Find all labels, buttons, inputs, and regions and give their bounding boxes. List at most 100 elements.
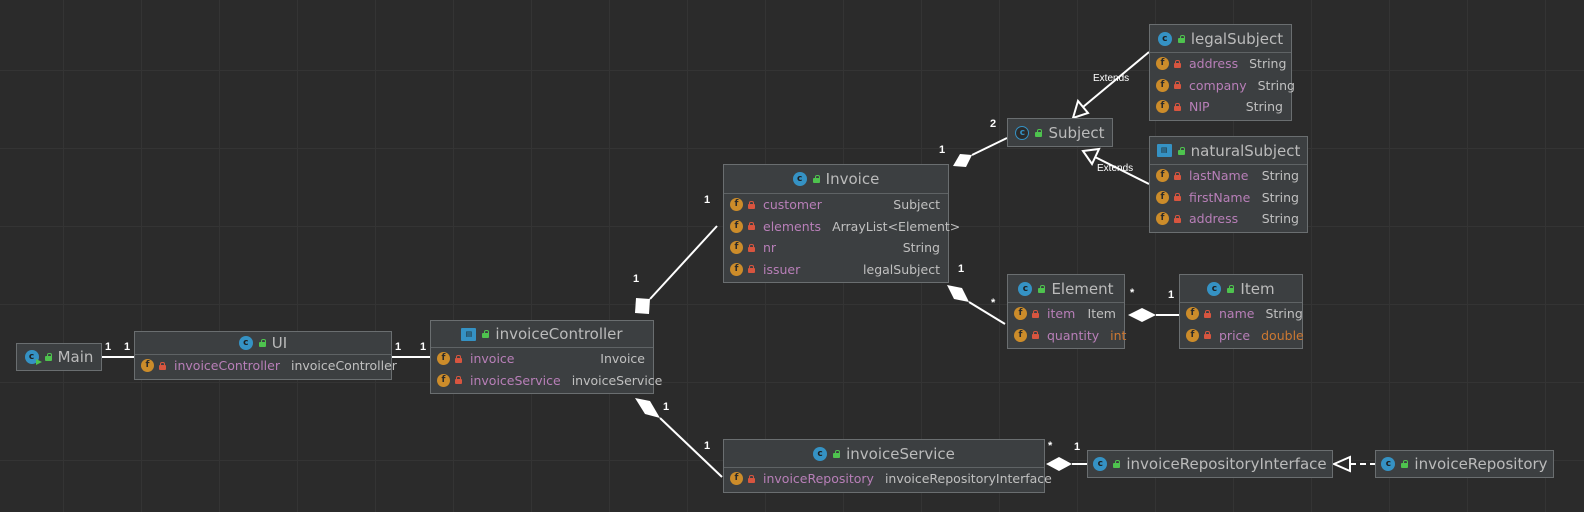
field-row[interactable]: f lastName String xyxy=(1150,165,1307,187)
field-name: item xyxy=(1047,306,1076,322)
class-header-invoicerepository: c invoiceRepository xyxy=(1376,451,1553,477)
field-name: price xyxy=(1219,327,1251,343)
field-name: firstName xyxy=(1189,189,1251,205)
field-row[interactable]: f company String xyxy=(1150,75,1295,97)
field-icon: f xyxy=(1156,212,1169,226)
class-node-invoice[interactable]: c Invoice f customer Subject f elements … xyxy=(723,164,960,283)
field-row[interactable]: f name String xyxy=(1180,303,1303,325)
generalization-arrow-naturalsubject xyxy=(1081,147,1101,167)
class-node-item[interactable]: c Item f name String f price double xyxy=(1179,274,1304,349)
field-name: elements xyxy=(763,218,822,234)
field-row[interactable]: f issuer legalSubject xyxy=(724,259,948,281)
class-node-invoicecontroller[interactable]: ▤ invoiceController f invoice Invoice f … xyxy=(430,320,662,394)
class-name-invoicecontroller: invoiceController xyxy=(495,325,623,343)
mult-ui-controller-to: 1 xyxy=(420,341,427,353)
field-row[interactable]: f price double xyxy=(1180,325,1304,347)
field-name: nr xyxy=(763,240,777,256)
field-row[interactable]: f invoiceService invoiceService xyxy=(431,370,662,392)
mult-service-repo-to: * xyxy=(1048,440,1053,452)
class-node-ui[interactable]: c UI f invoiceController invoiceControll… xyxy=(134,331,397,380)
class-icon: c xyxy=(1093,457,1108,471)
class-node-invoiceservice[interactable]: c invoiceService f invoiceRepository inv… xyxy=(723,439,1052,493)
edge-invoice-element[interactable] xyxy=(968,301,1006,325)
edge-invoice-subject[interactable] xyxy=(971,137,1008,156)
class-node-legalsubject[interactable]: c legalSubject f address String f compan… xyxy=(1149,24,1295,121)
mult-invoice-subject-from: 1 xyxy=(939,144,946,156)
field-row[interactable]: f invoice Invoice xyxy=(431,348,653,370)
private-lock-icon xyxy=(1204,309,1211,318)
field-name: address xyxy=(1189,211,1239,227)
field-icon: f xyxy=(141,359,154,373)
field-name: company xyxy=(1189,77,1247,93)
class-name-invoicerepository: invoiceRepository xyxy=(1414,455,1548,473)
edge-legalsubject-subject[interactable] xyxy=(1082,51,1150,108)
mult-item-element-from: 1 xyxy=(1168,289,1175,301)
class-header-invoice: c Invoice xyxy=(724,165,948,194)
field-row[interactable]: f nr String xyxy=(724,237,948,259)
mult-main-ui-to: 1 xyxy=(124,341,131,353)
field-row[interactable]: f customer Subject xyxy=(724,194,948,216)
class-node-invoicerepositoryinterface[interactable]: c invoiceRepositoryInterface xyxy=(1087,450,1333,478)
class-name-element: Element xyxy=(1051,279,1114,298)
field-row[interactable]: f NIP String xyxy=(1150,96,1291,118)
class-node-element[interactable]: c Element f item Item f quantity int xyxy=(1007,274,1126,349)
private-lock-icon xyxy=(159,361,166,370)
field-row[interactable]: f address String xyxy=(1150,208,1307,230)
class-icon: c xyxy=(1207,281,1222,296)
field-name: quantity xyxy=(1047,327,1100,343)
field-row[interactable]: f elements ArrayList<Element> xyxy=(724,216,960,238)
struct-icon: ▤ xyxy=(461,327,477,341)
field-row[interactable]: f invoiceController invoiceController xyxy=(135,355,397,377)
public-visibility-icon xyxy=(1177,34,1185,43)
class-node-invoicerepository[interactable]: c invoiceRepository xyxy=(1375,450,1554,478)
private-lock-icon xyxy=(1032,309,1039,318)
edge-invoicecontroller-invoice[interactable] xyxy=(649,225,718,300)
mult-controller-service-to: 1 xyxy=(704,440,711,452)
field-type: String xyxy=(1257,77,1295,93)
field-type: String xyxy=(1261,211,1299,227)
class-name-ui: UI xyxy=(271,334,288,352)
public-visibility-icon xyxy=(1227,284,1235,293)
private-lock-icon xyxy=(1174,214,1181,223)
class-icon: c xyxy=(813,446,828,461)
class-name-invoice: Invoice xyxy=(825,170,880,188)
field-row[interactable]: f quantity int xyxy=(1008,325,1126,347)
private-lock-icon xyxy=(1174,102,1181,111)
private-lock-icon xyxy=(748,200,755,209)
field-name: customer xyxy=(763,197,822,213)
class-node-subject[interactable]: c Subject xyxy=(1007,118,1113,147)
edge-naturalsubject-subject[interactable] xyxy=(1094,156,1150,185)
private-lock-icon xyxy=(748,243,755,252)
field-icon: f xyxy=(1156,169,1169,183)
public-visibility-icon xyxy=(1401,460,1409,468)
edge-invoicecontroller-invoiceservice[interactable] xyxy=(659,417,723,478)
field-row[interactable]: f address String xyxy=(1150,53,1291,75)
class-node-main[interactable]: c Main xyxy=(16,343,102,371)
class-icon: c xyxy=(1157,31,1172,46)
class-header-ui: c UI xyxy=(135,332,391,355)
field-icon: f xyxy=(1186,328,1199,342)
field-name: invoiceService xyxy=(470,372,561,388)
field-row[interactable]: f firstName String xyxy=(1150,187,1307,209)
private-lock-icon xyxy=(1204,331,1211,340)
field-icon: f xyxy=(1014,328,1027,342)
composition-diamond-item-element xyxy=(1128,308,1156,322)
field-icon: f xyxy=(730,198,743,212)
class-name-invoiceservice: invoiceService xyxy=(846,444,955,463)
private-lock-icon xyxy=(455,354,462,363)
mult-invoice-subject-to: 2 xyxy=(990,118,997,130)
field-name: lastName xyxy=(1189,168,1249,184)
composition-diamond-invoicecontroller-top xyxy=(635,298,650,314)
public-visibility-icon xyxy=(1035,128,1043,137)
field-type: invoiceController xyxy=(290,358,397,374)
field-icon: f xyxy=(1156,57,1169,71)
field-row[interactable]: f item Item xyxy=(1008,303,1124,325)
class-node-naturalsubject[interactable]: ▤ naturalSubject f lastName String f fir… xyxy=(1149,136,1308,233)
composition-diamond-invoice-element xyxy=(947,285,969,302)
field-type: double xyxy=(1261,327,1304,343)
mult-item-element-to: * xyxy=(1130,287,1135,299)
field-name: NIP xyxy=(1189,99,1210,115)
field-type: Subject xyxy=(893,197,940,213)
composition-diamond-invoicecontroller-bottom xyxy=(635,398,660,418)
field-row[interactable]: f invoiceRepository invoiceRepositoryInt… xyxy=(724,468,1052,490)
